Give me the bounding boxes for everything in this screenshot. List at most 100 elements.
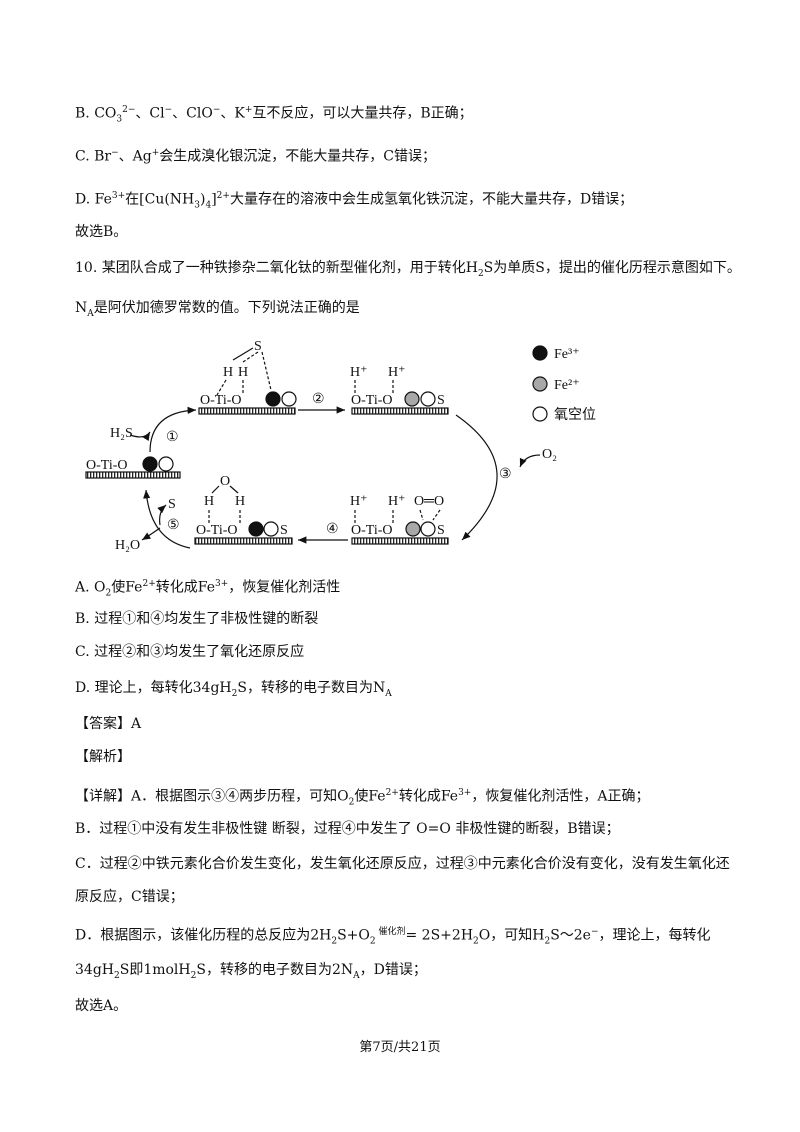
label: O-Ti-O — [196, 523, 238, 538]
text-segment: B．过程①中没有发生非极性键 断裂，过程④中发生了 O=O 非极性键的断裂，B错… — [75, 821, 620, 837]
text-line: NA是阿伏加德罗常数的值。下列说法正确的是 — [75, 299, 360, 323]
text-segment: A — [385, 688, 392, 699]
legend-fe3-label: Fe³⁺ — [554, 347, 580, 362]
text-segment: 3+ — [111, 191, 126, 201]
label: S — [254, 339, 262, 354]
label: H — [235, 494, 245, 509]
text-segment: 、K — [220, 105, 245, 122]
text-segment: 会生成溴化银沉淀，不能大量共存，C错误； — [159, 148, 436, 165]
label: S — [437, 393, 445, 408]
label: H₂S — [110, 426, 133, 441]
text-line: 故选A。 — [75, 997, 127, 1015]
text-segment: 互不反应，可以大量共存，B正确； — [252, 105, 473, 122]
label: O-Ti-O — [351, 393, 393, 408]
text-segment: O，可知H — [478, 927, 545, 944]
text-segment: 2 — [348, 797, 355, 808]
text-segment: 是阿伏加德罗常数的值。下列说法正确的是 — [93, 300, 360, 316]
vacancy — [158, 456, 174, 472]
text-line: 故选B。 — [75, 223, 127, 241]
text-segment: 2+ — [216, 191, 230, 201]
text-line: 10. 某团队合成了一种铁掺杂二氧化钛的新型催化剂，用于转化H2S为单质S，提出… — [75, 259, 741, 283]
text-segment: 2 — [473, 936, 479, 947]
text-segment: 2 — [544, 936, 551, 947]
text-segment: 、Cl — [135, 105, 165, 122]
text-segment: 故选B。 — [75, 224, 128, 240]
text-segment: 【解析】 — [75, 749, 131, 765]
text-segment: 转化成Fe — [398, 788, 459, 805]
label: H⁺ — [388, 494, 406, 509]
label: O-Ti-O — [351, 523, 393, 538]
surface-bar — [194, 537, 293, 545]
legend-fe3-swatch — [532, 345, 548, 361]
label: H⁺ — [388, 365, 406, 380]
text-segment: D．根据图示，该催化历程的总反应为2H — [75, 927, 332, 944]
text-segment: − — [111, 148, 119, 158]
text-segment: ，恢复催化剂活性 — [228, 579, 341, 596]
text-segment: 在[Cu(NH — [125, 191, 195, 208]
legend-vacancy-swatch — [532, 406, 548, 422]
label: S — [280, 523, 288, 538]
text-segment: 2 — [331, 936, 338, 947]
label: H₂O — [115, 538, 140, 553]
text-segment: ，理论上，每转化 — [598, 927, 711, 944]
text-segment: ，恢复催化剂活性，A正确； — [471, 788, 650, 805]
text-segment: S为单质S，提出的催化历程示意图如下。 — [483, 260, 741, 276]
text-segment: A. O — [75, 579, 106, 596]
arrow-step3 — [455, 414, 498, 541]
text-line: 原反应，C错误； — [75, 888, 184, 906]
text-segment: ] — [211, 191, 217, 208]
text-segment: S即1molH — [119, 962, 191, 978]
surface-bar — [198, 407, 296, 415]
label: H⁺ — [350, 494, 368, 509]
label: ⑤ — [167, 518, 180, 533]
text-segment: 2 — [190, 970, 197, 981]
text-segment: 催化剂 — [375, 927, 406, 937]
text-segment: 2+ — [385, 788, 399, 798]
legend-vacancy-label: 氧空位 — [554, 407, 596, 423]
text-segment: 2 — [369, 936, 376, 947]
text-segment: = 2S+2H — [405, 927, 474, 944]
text-segment: S～2e — [550, 927, 591, 944]
label: H — [204, 494, 214, 509]
text-segment: 2+ — [142, 579, 156, 589]
text-segment: 4 — [205, 200, 212, 211]
text-segment: 【详解】A．根据图示③④两步历程，可知O — [75, 788, 349, 805]
text-segment: 原反应，C错误； — [75, 889, 184, 905]
surface-bar — [351, 407, 449, 415]
surface-bar — [351, 537, 449, 545]
label: ④ — [326, 522, 339, 537]
text-segment: B. CO — [75, 105, 117, 122]
text-segment: 2 — [477, 268, 484, 279]
label: O═O — [414, 494, 444, 509]
surface-bar — [85, 471, 181, 479]
text-line: C．过程②中铁元素化合价发生变化，发生氧化还原反应，过程③中元素化合价没有变化，… — [75, 855, 730, 873]
text-segment: − — [164, 105, 173, 115]
text-segment: + — [244, 105, 253, 115]
text-segment: 使Fe — [111, 579, 143, 596]
vacancy — [420, 391, 436, 407]
text-segment: D. 理论上，每转化34gH — [75, 680, 232, 696]
label: S — [168, 497, 176, 512]
label: O-Ti-O — [86, 458, 128, 473]
text-segment: 3 — [116, 114, 123, 125]
text-line: 34gH2S即1molH2S，转移的电子数目为2NA，D错误； — [75, 961, 427, 985]
text-segment: S+O — [337, 927, 370, 944]
text-line: 【解析】 — [75, 748, 131, 766]
vacancy — [420, 521, 436, 537]
label: H⁺ — [350, 365, 368, 380]
text-segment: 2 — [105, 588, 112, 599]
text-segment: 、ClO — [172, 105, 213, 122]
label: S — [437, 523, 445, 538]
label: ② — [312, 392, 325, 407]
text-segment: 转化成Fe — [155, 579, 215, 596]
label: O — [220, 474, 230, 489]
text-line: 【答案】A — [75, 715, 141, 733]
text-segment: − — [212, 105, 221, 115]
text-segment: 、Ag — [118, 148, 152, 165]
text-segment: A — [87, 308, 94, 319]
label: O-Ti-O — [200, 393, 242, 408]
text-line: C. 过程②和③均发生了氧化还原反应 — [75, 643, 304, 661]
text-line: 【详解】A．根据图示③④两步历程，可知O2使Fe2+转化成Fe3+，恢复催化剂活… — [75, 784, 649, 811]
text-segment: ，D错误； — [359, 962, 427, 978]
